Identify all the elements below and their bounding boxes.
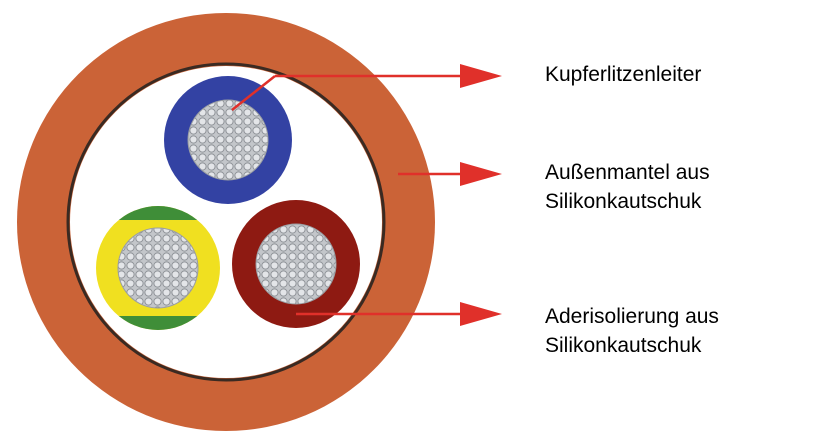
conductor-green-yellow	[117, 227, 199, 309]
leader-core-insulation	[296, 302, 502, 326]
label-core-insulation-line2: Silikonkautschuk	[545, 334, 702, 357]
leader-outer-jacket	[398, 162, 502, 186]
label-core-insulation: Aderisolierung aus Silikonkautschuk	[545, 302, 719, 360]
label-core-insulation-line1: Aderisolierung aus	[545, 305, 719, 328]
label-outer-jacket-line1: Außenmantel aus	[545, 161, 710, 184]
inner-sheath-line	[66, 62, 386, 382]
label-conductor: Kupferlitzenleiter	[545, 60, 701, 89]
arrow-right-icon	[460, 64, 502, 88]
label-conductor-text: Kupferlitzenleiter	[545, 63, 702, 86]
core-blue	[164, 76, 292, 204]
label-outer-jacket-line2: Silikonkautschuk	[545, 190, 702, 213]
leader-line-conductor	[231, 75, 276, 111]
core-brown	[232, 200, 360, 328]
label-outer-jacket: Außenmantel aus Silikonkautschuk	[545, 158, 710, 216]
arrow-right-icon	[460, 162, 502, 186]
leader-conductor	[231, 64, 502, 111]
conductor-brown	[255, 223, 337, 305]
conductor-blue	[187, 99, 269, 181]
arrow-right-icon	[460, 302, 502, 326]
